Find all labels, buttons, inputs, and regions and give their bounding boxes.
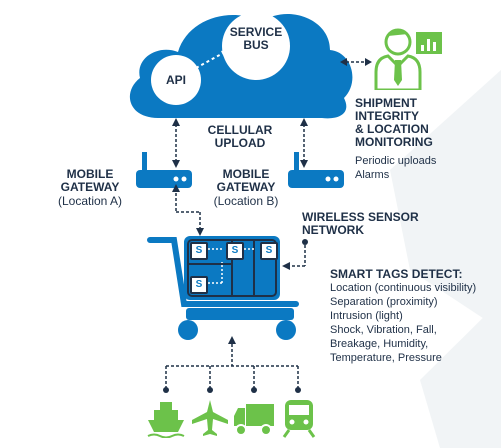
person-chart-icon — [374, 28, 442, 90]
cart-icon — [147, 236, 299, 340]
api-label: API — [165, 73, 186, 87]
monitoring-title: SHIPMENT INTEGRITY & LOCATION MONITORING — [355, 96, 433, 149]
wsn-label: WIRELESS SENSOR NETWORK — [302, 210, 419, 237]
smart-tag-item: Shock, Vibration, Fall, — [330, 324, 437, 336]
monitoring-detail-2: Alarms — [355, 169, 390, 181]
smart-tag-item: Intrusion (light) — [330, 310, 403, 322]
gateway-a-title: MOBILE GATEWAY — [60, 167, 120, 194]
train-icon — [282, 400, 316, 438]
smart-tag-icon: S — [260, 242, 278, 260]
router-icon — [288, 152, 344, 188]
gateway-b-location: (Location B) — [213, 194, 279, 208]
smart-tag-item: Location (continuous visibility) — [330, 282, 477, 294]
monitoring-detail-1: Periodic uploads — [355, 155, 437, 167]
cellular-upload-label: CELLULAR UPLOAD — [207, 123, 273, 150]
smart-tag-icon: S — [226, 242, 244, 260]
ship-icon — [147, 402, 185, 438]
gateway-b-title: MOBILE GATEWAY — [216, 167, 276, 194]
router-icon — [136, 152, 192, 188]
smart-tag-icon: S — [190, 242, 208, 260]
service-bus-label: SERVICE BUS — [229, 25, 283, 52]
truck-icon — [234, 404, 274, 436]
plane-icon — [192, 400, 228, 436]
smart-tag-item: Separation (proximity) — [330, 296, 438, 308]
gateway-a-location: (Location A) — [57, 194, 123, 208]
smart-tags-title: SMART TAGS DETECT: — [330, 267, 463, 281]
smart-tag-icon: S — [190, 276, 208, 294]
smart-tag-item: Temperature, Pressure — [330, 352, 442, 364]
smart-tag-item: Breakage, Humidity, — [330, 338, 429, 350]
